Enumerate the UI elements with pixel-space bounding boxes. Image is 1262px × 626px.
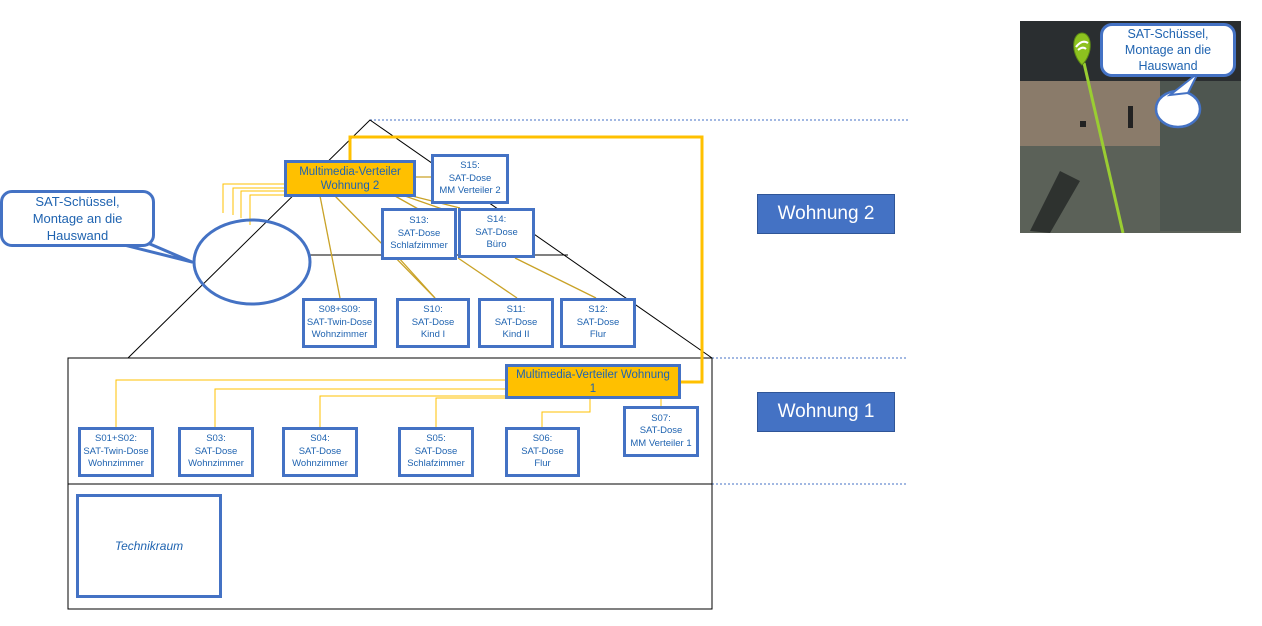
outlet-id: S06: <box>532 433 553 445</box>
outlet-room: MM Verteiler 1 <box>630 437 692 449</box>
outlet-id: S12: <box>588 304 608 316</box>
outlet-type: SAT-Dose <box>494 316 538 328</box>
callout-line: Hauswand <box>46 228 109 243</box>
outlet-type: SAT-Dose <box>414 445 458 457</box>
cable-line <box>1082 62 1125 233</box>
outlet-s03[interactable]: S03: SAT-Dose Wohnzimmer <box>178 427 254 477</box>
callout-photo: SAT-Schüssel, Montage an die Hauswand <box>1100 23 1236 77</box>
callout-line: SAT-Schüssel, <box>1127 27 1209 41</box>
outlet-room: Wohnzimmer <box>88 458 144 470</box>
roof-outline <box>127 119 713 359</box>
distributor-label: 1 <box>589 382 597 395</box>
outlet-room: Wohnzimmer <box>292 458 348 470</box>
outlet-type: SAT-Dose <box>639 425 683 437</box>
distributor-label: Multimedia-Verteiler <box>299 165 401 178</box>
main-cable <box>348 135 704 384</box>
outlet-type: SAT-Dose <box>576 316 620 328</box>
outlet-id: S13: <box>409 215 429 227</box>
floor-label-text: Wohnung 1 <box>777 401 875 422</box>
callout-line: Montage an die <box>32 211 123 226</box>
outlet-s06[interactable]: S06: SAT-Dose Flur <box>505 427 580 477</box>
outlet-room: Schlafzimmer <box>390 240 448 252</box>
callout-line: Montage an die <box>1124 43 1212 57</box>
outlet-s05[interactable]: S05: SAT-Dose Schlafzimmer <box>398 427 474 477</box>
dish-cables <box>222 183 285 225</box>
outlet-id: S10: <box>423 304 443 316</box>
outlet-s01-s02[interactable]: S01+S02: SAT-Twin-Dose Wohnzimmer <box>78 427 154 477</box>
outlet-type: SAT-Dose <box>397 227 441 239</box>
outlet-room: Schlafzimmer <box>407 458 465 470</box>
outlet-type: SAT-Dose <box>448 172 492 184</box>
callout-sat-dish: SAT-Schüssel, Montage an die Hauswand <box>0 190 155 247</box>
floor-label-text: Wohnung 2 <box>777 203 875 224</box>
distributor-label: Wohnung 2 <box>320 179 380 192</box>
outlet-room: Büro <box>486 239 507 251</box>
outlet-type: SAT-Dose <box>194 445 238 457</box>
outlet-room: Kind I <box>420 329 446 341</box>
outlet-s07[interactable]: S07: SAT-Dose MM Verteiler 1 <box>623 406 699 457</box>
outlet-room: Kind II <box>502 329 530 341</box>
outlet-type: SAT-Dose <box>521 445 564 457</box>
technikraum-label: Technikraum <box>114 539 184 553</box>
callout-line: Hauswand <box>1138 59 1198 73</box>
sat-dish-symbol <box>192 218 312 306</box>
outlet-room: Wohnzimmer <box>311 329 368 341</box>
outlet-s12[interactable]: S12: SAT-Dose Flur <box>560 298 636 348</box>
outlet-id: S08+S09: <box>318 304 361 316</box>
outlet-s04[interactable]: S04: SAT-Dose Wohnzimmer <box>282 427 358 477</box>
outlet-id: S07: <box>651 412 671 424</box>
distributor-wohnung2[interactable]: Multimedia-Verteiler Wohnung 2 <box>284 160 416 197</box>
outlet-type: SAT-Twin-Dose <box>306 316 373 328</box>
outlet-s11[interactable]: S11: SAT-Dose Kind II <box>478 298 554 348</box>
outlet-s10[interactable]: S10: SAT-Dose Kind I <box>396 298 470 348</box>
outlet-id: S15: <box>460 160 480 172</box>
outlet-id: S05: <box>426 433 446 445</box>
outlet-id: S01+S02: <box>95 433 137 445</box>
outlet-room: Flur <box>534 458 551 470</box>
outlet-type: SAT-Dose <box>475 226 518 238</box>
outlet-room: Wohnzimmer <box>188 458 244 470</box>
outlet-type: SAT-Twin-Dose <box>83 445 149 457</box>
callout-target <box>1154 89 1202 129</box>
outlet-id: S04: <box>310 433 330 445</box>
outlet-s15[interactable]: S15: SAT-Dose MM Verteiler 2 <box>431 154 509 204</box>
outlet-s13[interactable]: S13: SAT-Dose Schlafzimmer <box>381 208 457 260</box>
technikraum-box[interactable]: Technikraum <box>76 494 222 598</box>
outlet-id: S11: <box>506 304 526 316</box>
distributor-wohnung1[interactable]: Multimedia-Verteiler Wohnung 1 <box>505 364 681 399</box>
outlet-s08-s09[interactable]: S08+S09: SAT-Twin-Dose Wohnzimmer <box>302 298 377 348</box>
floor-technik <box>67 483 713 610</box>
outlet-id: S03: <box>206 433 226 445</box>
label-wohnung1: Wohnung 1 <box>757 392 895 432</box>
outlet-s14[interactable]: S14: SAT-Dose Büro <box>458 208 535 258</box>
outlet-room: MM Verteiler 2 <box>439 185 501 197</box>
callout-line: SAT-Schüssel, <box>35 194 120 209</box>
aerial-photo: SAT-Schüssel, Montage an die Hauswand <box>1020 21 1241 233</box>
distributor-label: Multimedia-Verteiler Wohnung <box>516 368 670 381</box>
outlet-room: Flur <box>589 329 607 341</box>
outlet-id: S14: <box>486 214 507 226</box>
label-wohnung2: Wohnung 2 <box>757 194 895 234</box>
outlet-type: SAT-Dose <box>298 445 342 457</box>
outlet-type: SAT-Dose <box>411 316 455 328</box>
satellite-dish-icon <box>1073 32 1091 66</box>
